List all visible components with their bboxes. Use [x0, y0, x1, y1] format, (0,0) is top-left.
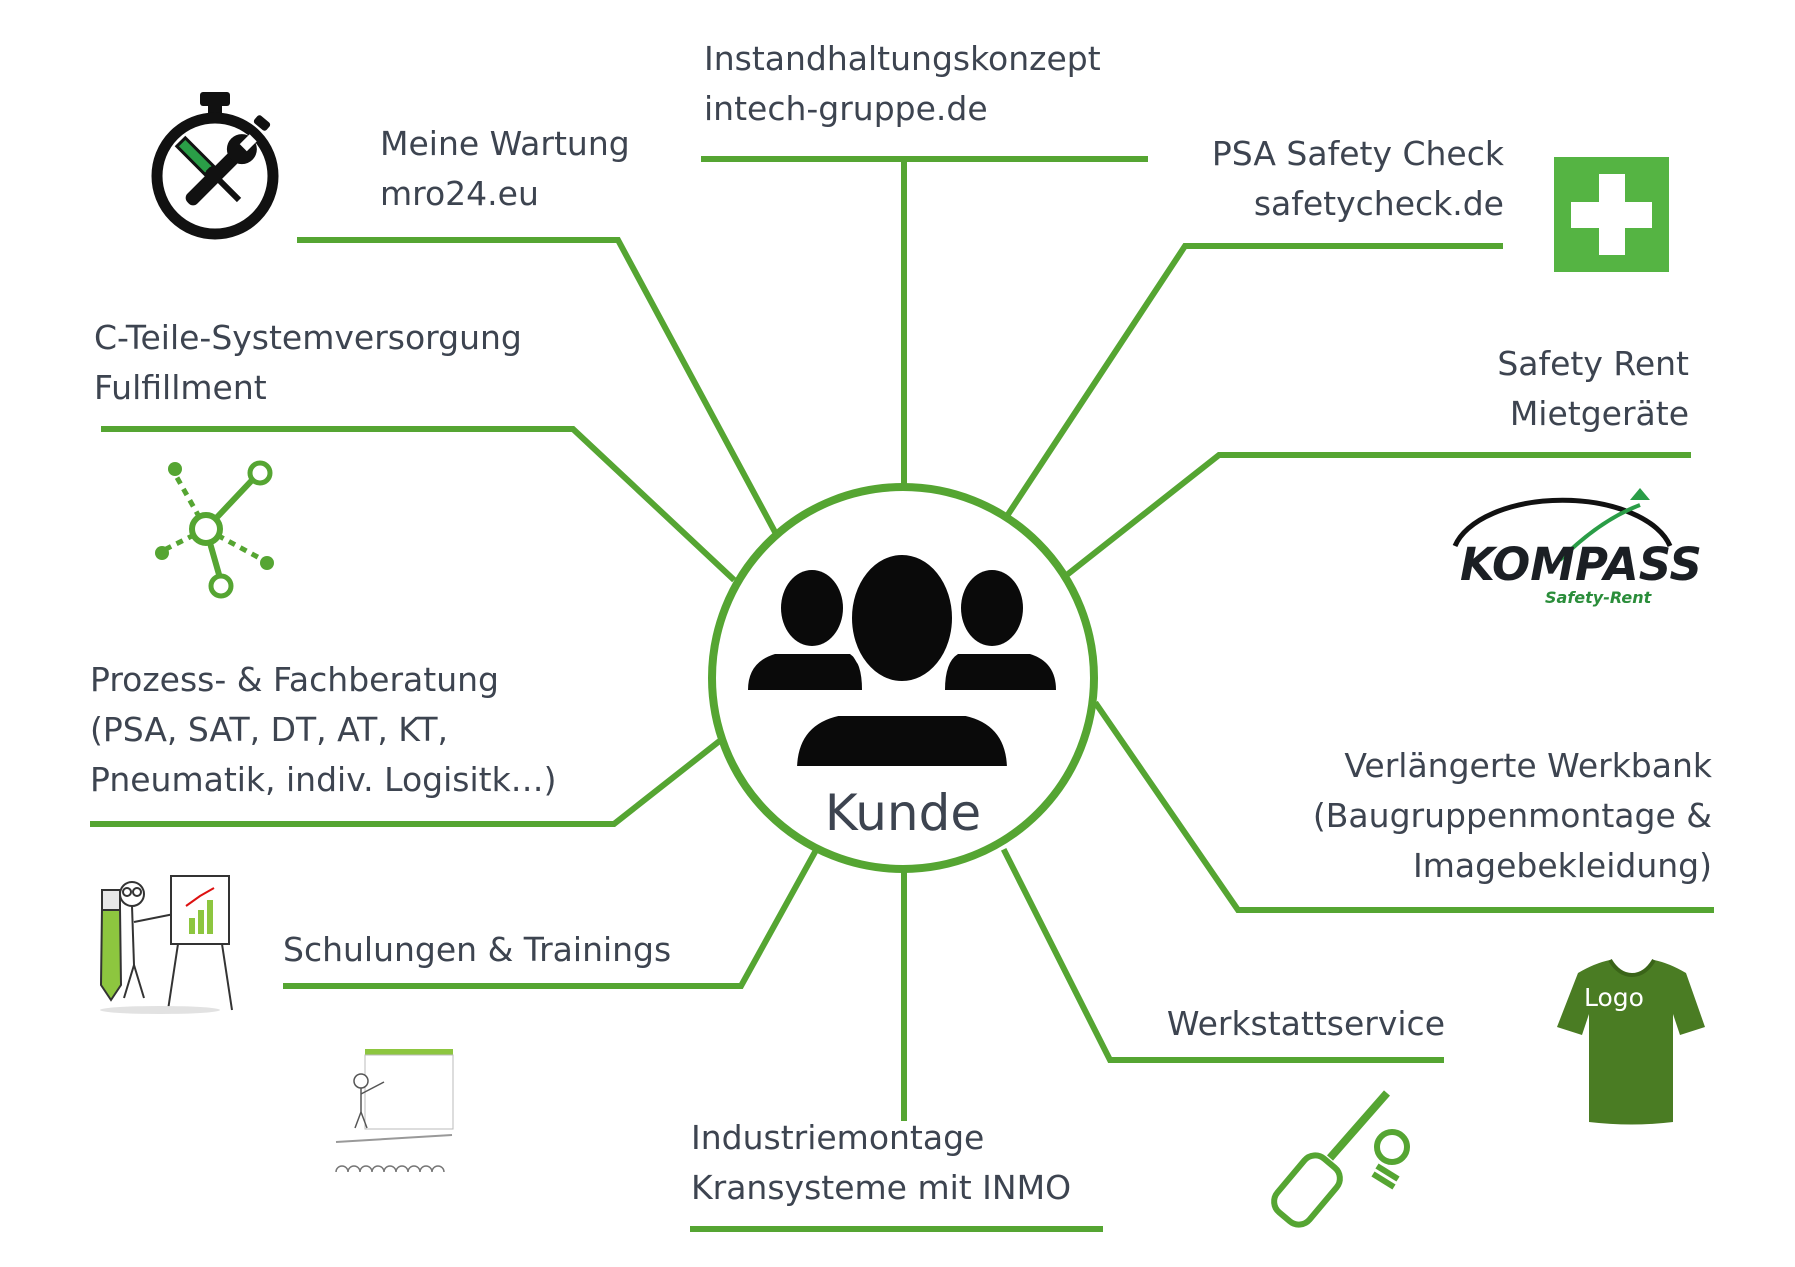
branch-safety-rent[interactable]: Safety Rent Mietgeräte	[1497, 344, 1689, 433]
connector-prozess	[90, 738, 722, 827]
label-c-teile-line2: Fulfillment	[94, 368, 267, 407]
label-industriemontage-line1: Industriemontage	[691, 1118, 984, 1157]
connector-safety-rent	[1063, 452, 1691, 579]
center-node[interactable]: Kunde	[708, 483, 1098, 873]
label-werkbank-line3: Imagebekleidung)	[1413, 846, 1712, 885]
center-label: Kunde	[825, 784, 981, 842]
connector-c-teile	[101, 426, 737, 583]
branch-industriemontage[interactable]: Industriemontage Kransysteme mit INMO	[691, 1118, 1071, 1207]
label-instandhaltung-line2: intech-gruppe.de	[704, 89, 988, 128]
connector-werkstatt	[1000, 847, 1444, 1063]
first-aid-cross-icon	[1554, 157, 1669, 272]
label-c-teile-line1: C-Teile-Systemversorgung	[94, 318, 522, 357]
label-industriemontage-line2: Kransysteme mit INMO	[691, 1168, 1071, 1207]
label-safety-rent-line1: Safety Rent	[1497, 344, 1689, 383]
label-meine-wartung-line1: Meine Wartung	[380, 124, 630, 163]
connector-meine-wartung	[297, 237, 780, 537]
label-prozess-line2: (PSA, SAT, DT, AT, KT,	[90, 710, 448, 749]
connector-werkbank	[1092, 700, 1714, 913]
classroom-sketch-icon	[335, 1049, 454, 1173]
branch-werkstatt[interactable]: Werkstattservice	[1167, 1004, 1445, 1043]
customer-group-icon	[748, 547, 1056, 774]
branch-instandhaltung[interactable]: Instandhaltungskonzept intech-gruppe.de	[704, 39, 1101, 128]
stopwatch-tools-icon	[151, 92, 279, 240]
branch-prozess[interactable]: Prozess- & Fachberatung (PSA, SAT, DT, A…	[90, 660, 557, 799]
branch-werkbank[interactable]: Verlängerte Werkbank (Baugruppenmontage …	[1313, 746, 1713, 885]
branch-psa-safety-check[interactable]: PSA Safety Check safetycheck.de	[1212, 134, 1505, 223]
tshirt-icon: Logo	[1557, 958, 1705, 1125]
screwdriver-bulb-icon	[1271, 1090, 1410, 1228]
kompass-subtitle: Safety-Rent	[1545, 588, 1653, 607]
label-safety-rent-line2: Mietgeräte	[1510, 394, 1689, 433]
label-prozess-line3: Pneumatik, indiv. Logisitk…)	[90, 760, 557, 799]
connector-schulungen	[283, 847, 820, 989]
network-nodes-icon	[155, 460, 274, 599]
tshirt-logo-text: Logo	[1584, 983, 1644, 1012]
kompass-logo-icon: KOMPASS Safety-Rent	[1452, 488, 1702, 607]
label-werkstatt: Werkstattservice	[1167, 1004, 1445, 1043]
branch-c-teile[interactable]: C-Teile-Systemversorgung Fulfillment	[94, 318, 522, 407]
connector-psa-safety-check	[1002, 243, 1503, 521]
trainer-flipchart-icon	[99, 875, 233, 1014]
kompass-wordmark: KOMPASS	[1460, 538, 1702, 591]
label-psa-line1: PSA Safety Check	[1212, 134, 1505, 173]
label-instandhaltung-line1: Instandhaltungskonzept	[704, 39, 1101, 78]
label-psa-line2: safetycheck.de	[1254, 184, 1504, 223]
label-schulungen: Schulungen & Trainings	[283, 930, 671, 969]
connector-lines	[90, 156, 1714, 1232]
branch-meine-wartung[interactable]: Meine Wartung mro24.eu	[380, 124, 630, 213]
label-werkbank-line1: Verlängerte Werkbank	[1344, 746, 1712, 785]
branch-schulungen[interactable]: Schulungen & Trainings	[283, 930, 671, 969]
label-prozess-line1: Prozess- & Fachberatung	[90, 660, 499, 699]
label-meine-wartung-line2: mro24.eu	[380, 174, 539, 213]
label-werkbank-line2: (Baugruppenmontage &	[1313, 796, 1712, 835]
